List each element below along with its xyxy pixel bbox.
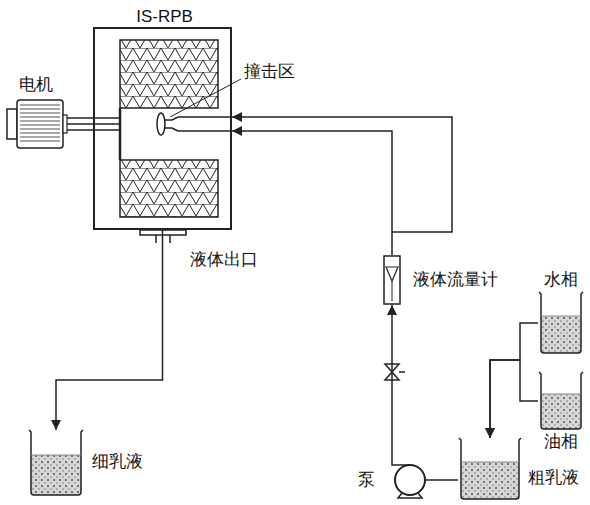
text-wrap: 泵 bbox=[358, 470, 375, 490]
node-label: 电机 bbox=[19, 74, 53, 94]
flow-meter: 液体流量计 bbox=[383, 255, 401, 305]
flow-meter-outline bbox=[383, 255, 401, 305]
text-wrap: 液体出口 bbox=[190, 250, 258, 270]
pipe-connector bbox=[232, 131, 392, 255]
pump: 泵 bbox=[385, 462, 430, 498]
feed-beaker-outline bbox=[458, 438, 522, 500]
feed-branch-pipe bbox=[232, 117, 452, 232]
pipe-connector bbox=[56, 230, 163, 430]
node-label: 液体流量计 bbox=[413, 269, 498, 289]
pipe-connector bbox=[67, 123, 93, 125]
node-label: IS-RPB bbox=[136, 7, 193, 26]
valve-symbol bbox=[385, 364, 405, 380]
motor: 电机 bbox=[5, 97, 67, 151]
node-label: 细乳液 bbox=[92, 451, 143, 471]
node-label: 水相 bbox=[544, 269, 578, 289]
node-label: 粗乳液 bbox=[528, 467, 579, 487]
water-beaker-outline bbox=[538, 292, 584, 354]
branch-arrowhead bbox=[232, 112, 242, 122]
impinging-nozzle bbox=[157, 113, 232, 135]
rotor-plate bbox=[119, 108, 122, 160]
text-wrap: 撞击区 bbox=[244, 62, 295, 82]
water-beaker: 水相 bbox=[538, 292, 584, 354]
pipe-connector bbox=[430, 479, 458, 481]
pipe-connector bbox=[391, 305, 393, 462]
text-wrap: 电机 bbox=[19, 75, 53, 95]
text-wrap: 水相 bbox=[544, 270, 578, 290]
product-beaker-outline bbox=[28, 430, 84, 496]
pipe-connector bbox=[490, 323, 538, 438]
rpb-housing: IS-RPB bbox=[93, 27, 232, 230]
product-beaker: 细乳液 bbox=[28, 430, 84, 496]
pipe-connector bbox=[490, 360, 538, 438]
zone-label: 撞击区 bbox=[244, 61, 295, 81]
packing-bottom bbox=[120, 160, 218, 217]
node-label: 泵 bbox=[358, 469, 375, 489]
text-wrap: 细乳液 bbox=[92, 452, 143, 472]
text-wrap: 液体流量计 bbox=[413, 270, 498, 290]
oil-beaker-outline bbox=[538, 372, 584, 430]
oil-beaker: 油相 bbox=[538, 372, 584, 430]
text-wrap: 油相 bbox=[544, 432, 578, 452]
outlet-label: 液体出口 bbox=[190, 249, 258, 269]
packing-top bbox=[120, 40, 218, 108]
motor-outline bbox=[5, 97, 67, 151]
text-wrap: 粗乳液 bbox=[528, 468, 579, 488]
node-label: 油相 bbox=[544, 431, 578, 451]
pump-outline bbox=[385, 462, 430, 498]
feed-beaker: 粗乳液 bbox=[458, 438, 522, 500]
text-wrap: IS-RPB bbox=[136, 7, 193, 27]
